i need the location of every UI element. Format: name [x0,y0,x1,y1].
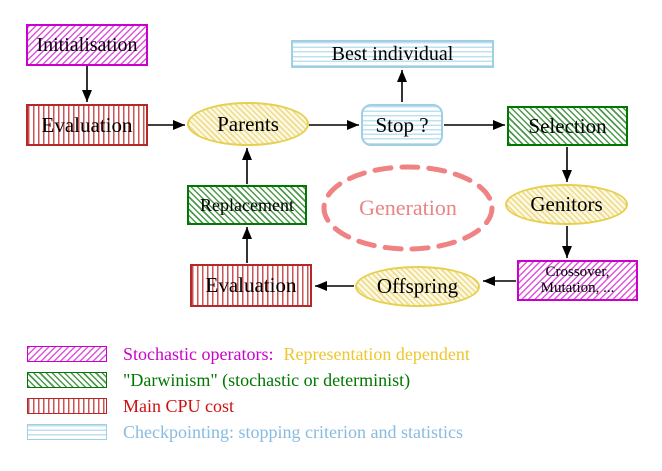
legend-label-darwinism: "Darwinism" (stochastic or determinist) [123,369,411,390]
node-evaluation-bottom: Evaluation [190,264,312,307]
legend-label-stochastic-operators: Stochastic operators: [123,343,274,364]
node-label: Evaluation [205,273,297,298]
node-selection: Selection [507,106,628,146]
node-parents: Parents [187,102,309,146]
legend-swatch-cyan-lines [27,424,107,440]
node-evaluation-top: Evaluation [26,104,148,146]
node-label: Evaluation [41,112,133,137]
node-label-line1: Crossover, [545,263,610,280]
legend-row-cpu-cost: Main CPU cost [27,395,235,416]
legend-row-darwinism: "Darwinism" (stochastic or determinist) [27,369,411,390]
node-initialisation: Initialisation [26,24,148,66]
node-label: Selection [528,113,607,138]
node-stop: Stop ? [361,104,443,146]
node-label: Genitors [530,192,603,217]
legend-swatch-magenta-hatch [27,346,107,362]
legend-row-checkpointing: Checkpointing: stopping criterion and st… [27,421,463,442]
node-label: Best individual [331,42,454,65]
legend-swatch-green-hatch [27,372,107,388]
legend-row-stochastic: Stochastic operators: Representation dep… [27,343,470,364]
legend-label-representation-dependent: Representation dependent [283,343,470,364]
legend-label-checkpointing: Checkpointing: stopping criterion and st… [123,421,463,442]
generation-dashed-ellipse [321,164,495,252]
node-label: Stop ? [375,112,429,137]
node-label: Offspring [376,274,459,299]
node-label: Initialisation [36,33,138,56]
node-replacement: Replacement [187,185,307,225]
legend-label-main-cpu-cost: Main CPU cost [123,395,235,416]
node-offspring: Offspring [355,266,480,307]
node-label: Parents [217,111,279,136]
node-best-individual: Best individual [291,40,494,68]
generation-label: Generation [359,195,457,220]
node-label-line2: Mutation, ... [540,279,615,296]
legend-swatch-red-lines [27,398,107,414]
node-crossover-mutation: Crossover, Mutation, ... [517,260,638,301]
node-genitors: Genitors [505,184,628,225]
node-label: Replacement [200,194,294,215]
